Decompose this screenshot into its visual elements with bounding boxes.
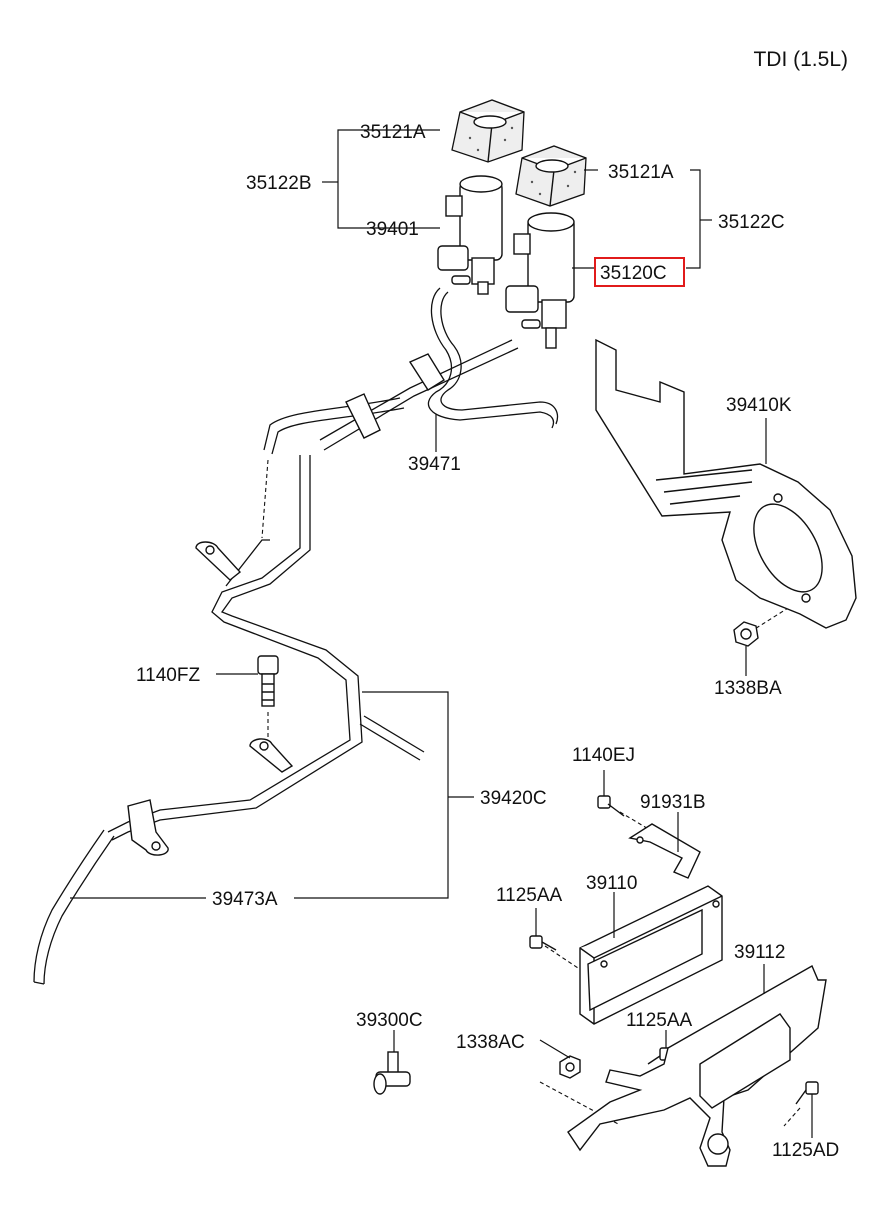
hose-39473A[interactable]	[33, 829, 115, 985]
label-39110[interactable]: 39110	[586, 873, 637, 894]
label-39410K[interactable]: 39410K	[726, 395, 792, 416]
label-35122C[interactable]: 35122C	[718, 212, 785, 233]
label-1140FZ[interactable]: 1140FZ	[136, 665, 200, 686]
bolt-1140FZ[interactable]	[257, 655, 279, 707]
label-1338AC[interactable]: 1338AC	[456, 1032, 525, 1053]
label-39401[interactable]: 39401	[366, 219, 419, 240]
label-39471[interactable]: 39471	[408, 454, 461, 475]
label-35121A-top[interactable]: 35121A	[360, 122, 426, 143]
rubber-mount-right[interactable]	[515, 145, 587, 207]
label-1125AD[interactable]: 1125AD	[772, 1140, 839, 1161]
label-35120C[interactable]: 35120C	[600, 263, 667, 284]
ecu-bracket-39112[interactable]	[567, 965, 827, 1167]
label-1140EJ[interactable]: 1140EJ	[572, 745, 635, 766]
label-39112[interactable]: 39112	[734, 942, 785, 963]
solenoid-valve-39401[interactable]	[437, 175, 503, 295]
bolt-1125AA-left[interactable]	[529, 935, 557, 951]
ecu-39110[interactable]	[579, 885, 723, 1025]
label-39420C[interactable]: 39420C	[480, 788, 547, 809]
label-35122B[interactable]: 35122B	[246, 173, 312, 194]
bolt-1125AD[interactable]	[795, 1081, 819, 1105]
bolt-1140EJ[interactable]	[597, 795, 625, 817]
vacuum-hose-39471[interactable]	[263, 287, 559, 455]
vacuum-pipe-assembly-39420C[interactable]	[107, 455, 425, 856]
label-39300C[interactable]: 39300C	[356, 1010, 423, 1031]
highlight-box-35120C	[594, 257, 685, 287]
nut-1338BA[interactable]	[733, 621, 759, 647]
bracket-91931B[interactable]	[628, 823, 701, 879]
sensor-39300C[interactable]	[373, 1051, 411, 1095]
bracket-39410K[interactable]	[595, 338, 857, 629]
label-35121A-right[interactable]: 35121A	[608, 162, 674, 183]
label-1338BA[interactable]: 1338BA	[714, 678, 782, 699]
nut-1338AC[interactable]	[559, 1055, 581, 1079]
label-1125AA-left[interactable]: 1125AA	[496, 885, 563, 906]
rubber-mount-top[interactable]	[451, 99, 525, 163]
label-91931B[interactable]: 91931B	[640, 792, 706, 813]
solenoid-valve-35120C[interactable]	[505, 212, 575, 349]
engine-variant-title: TDI (1.5L)	[753, 48, 848, 71]
label-1125AA-mid[interactable]: 1125AA	[626, 1010, 693, 1031]
label-39473A[interactable]: 39473A	[212, 889, 278, 910]
